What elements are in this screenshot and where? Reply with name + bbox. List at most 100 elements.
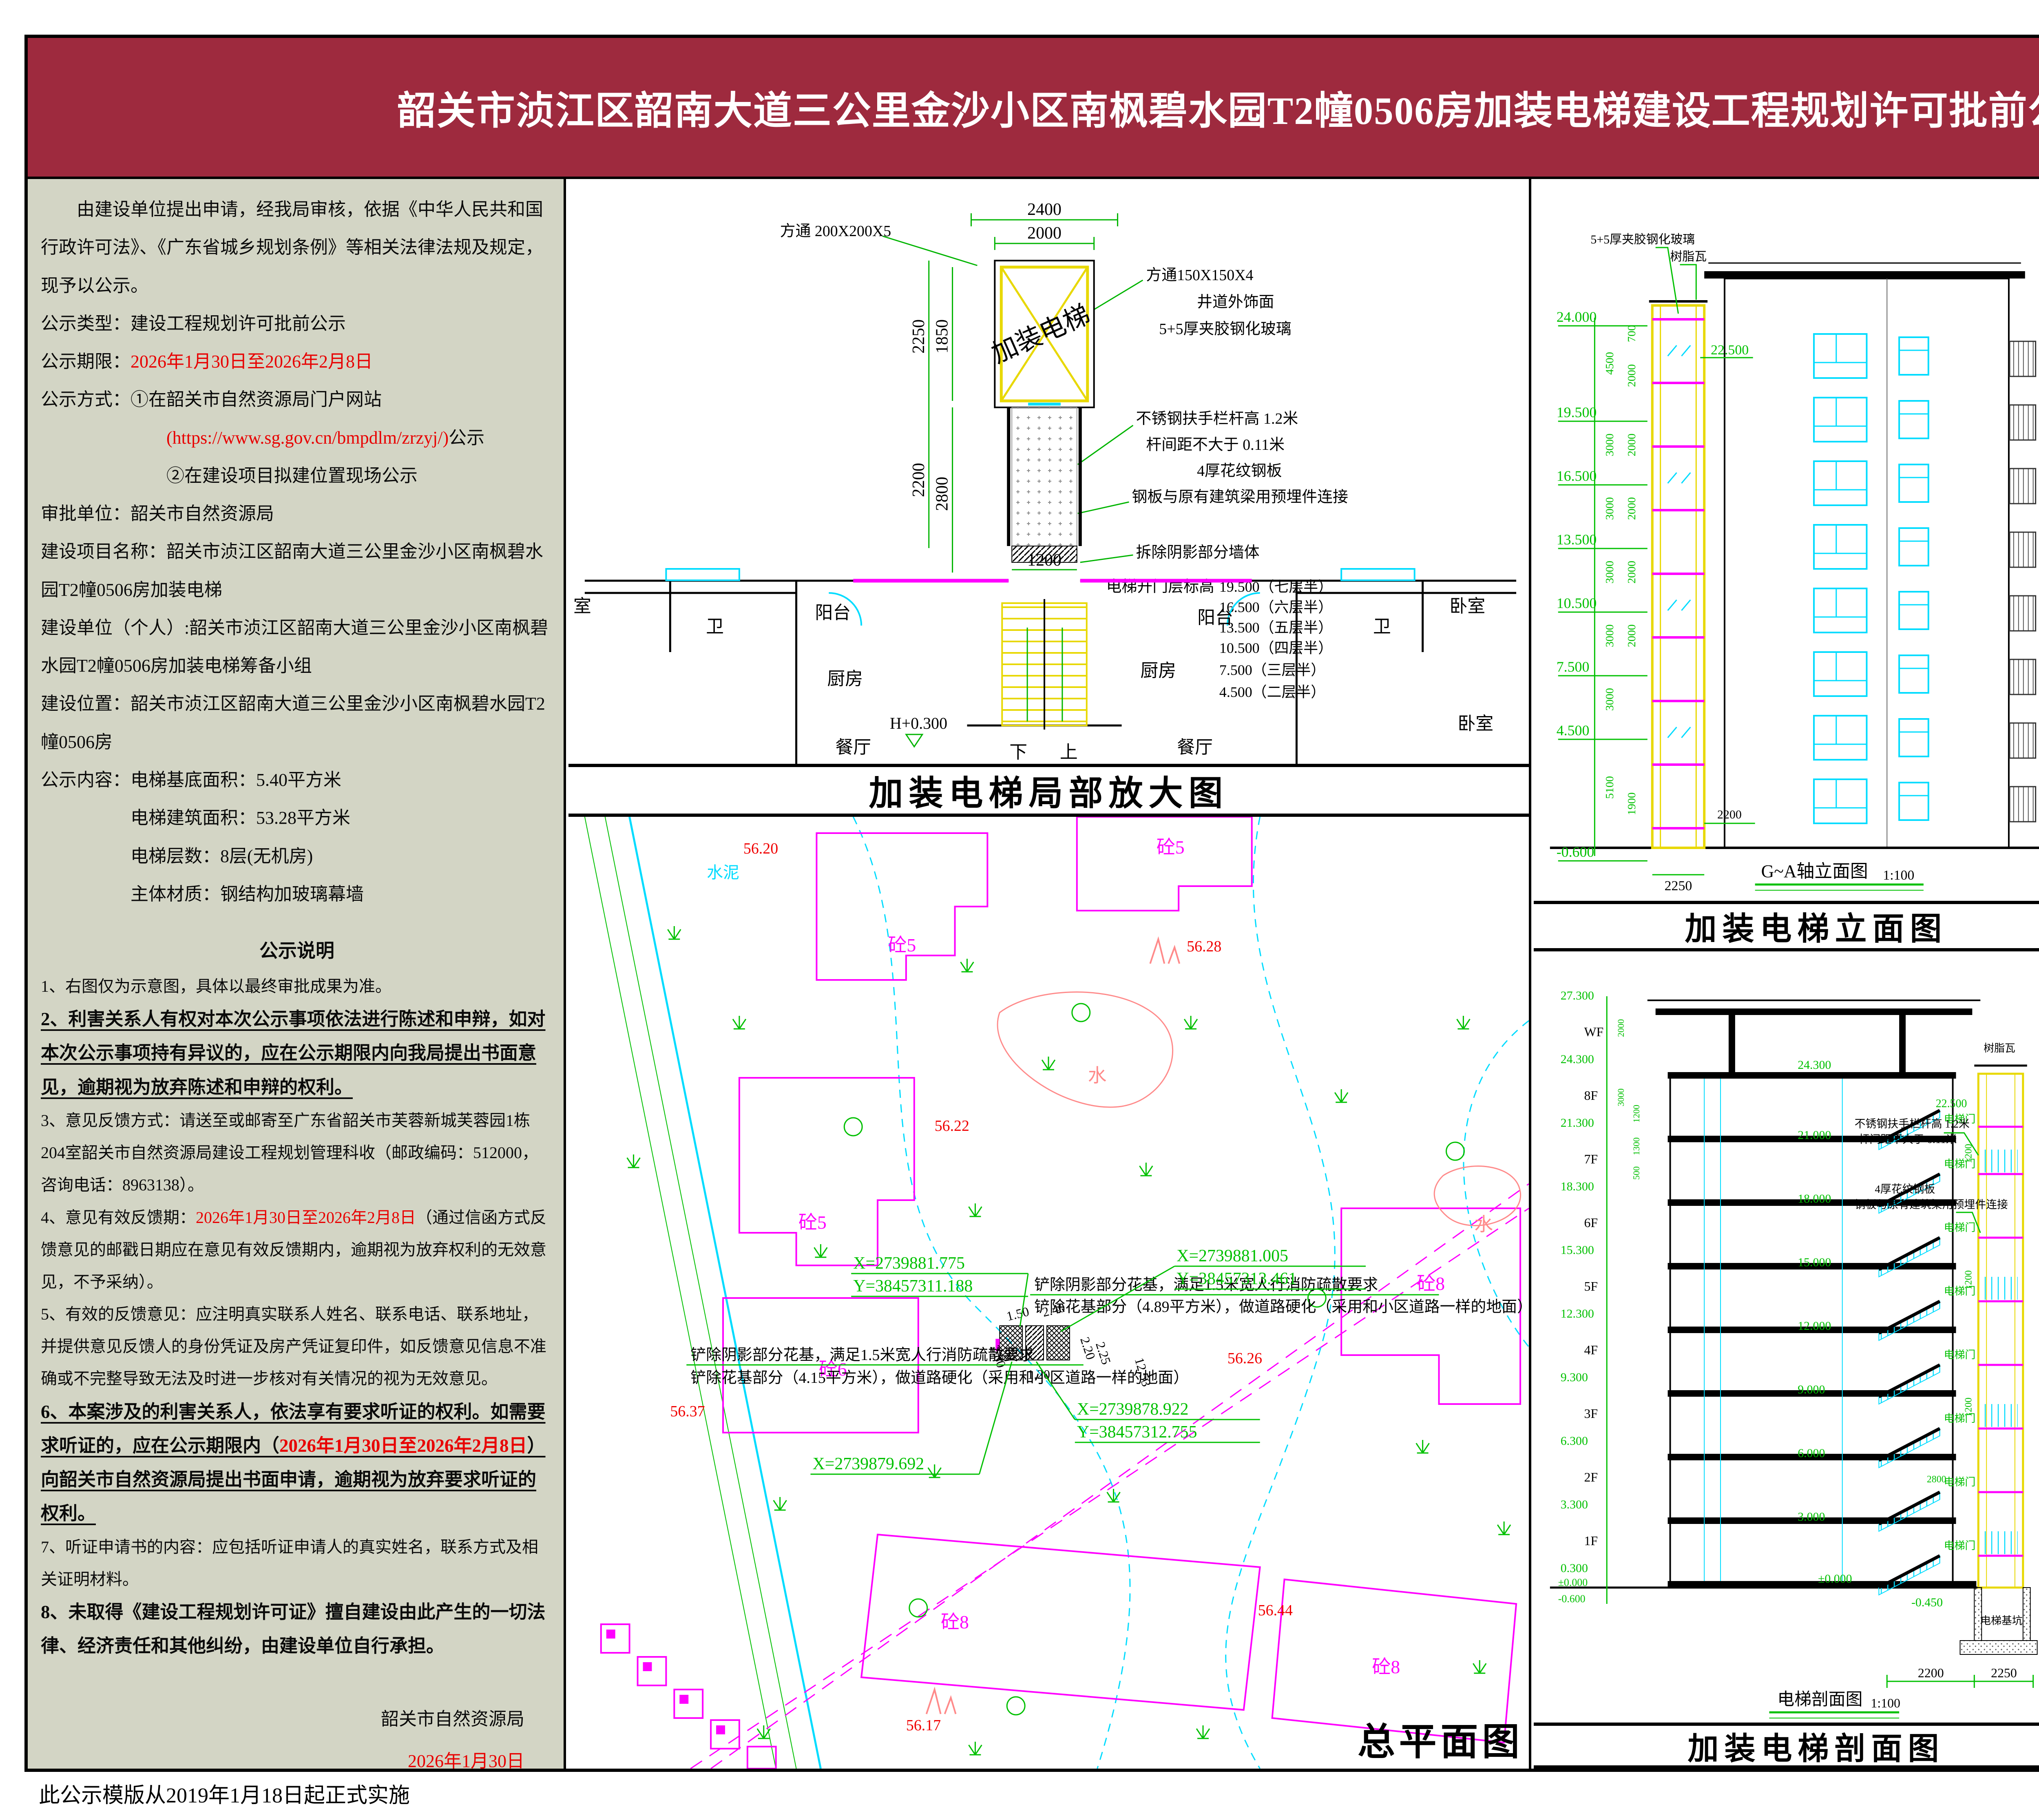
section-panel: 电梯基坑 27.300 24.300 21.300 18.300 15.300 … bbox=[1534, 951, 2039, 1723]
level-label: -0.600 bbox=[1557, 844, 1594, 860]
drawing-title: G~A轴立面图 bbox=[1761, 862, 1868, 881]
dim-label: 1200 bbox=[1963, 1144, 1974, 1163]
note-4-post: （通过信函方式反馈意见的邮戳日期应在意见有效反馈期内，逾期视为放弃权利的无效意见… bbox=[41, 1208, 546, 1291]
dim-label: 1900 bbox=[1625, 792, 1638, 815]
note-6-pre: 6、本案涉及的利害关系人，依法享有要求听证的权利。如需要求听证的，应在公示期限内… bbox=[41, 1401, 546, 1456]
left-level-ladder: 24.000 19.500 16.500 13.500 10.500 7.500… bbox=[1557, 309, 1753, 862]
level-label: 15.300 bbox=[1561, 1243, 1594, 1257]
project-name-line: 建设项目名称：韶关市浈江区韶南大道三公里金沙小区南枫碧水园T2幢0506房加装电… bbox=[41, 542, 543, 600]
dim-label: 2200 bbox=[1918, 1666, 1944, 1680]
url-tail: 公示 bbox=[449, 427, 485, 448]
floor-label: 2F bbox=[1584, 1470, 1598, 1484]
water-features bbox=[925, 936, 1521, 1714]
floor-label: 6F bbox=[1584, 1216, 1598, 1230]
notice-url: (https://www.sg.gov.cn/bmpdlm/zrzyj/) bbox=[166, 427, 449, 448]
level-label: 12.000 bbox=[1798, 1319, 1831, 1333]
level-label: 24.000 bbox=[1557, 309, 1597, 325]
annotation: 拆除阴影部分墙体 bbox=[1136, 544, 1259, 561]
elevator-site-hatch bbox=[995, 1325, 1070, 1360]
left-level-ladder: 27.300 24.300 21.300 18.300 15.300 12.30… bbox=[1558, 989, 1641, 1605]
level-mark: H+0.300 bbox=[890, 714, 947, 732]
level-label: 7.500 bbox=[1557, 659, 1590, 675]
dim-label: 2000 bbox=[1027, 224, 1062, 243]
sub-caption: G~A轴立面图 1:100 bbox=[1755, 862, 1924, 891]
site-trees bbox=[626, 925, 1511, 1756]
section-caption-band: 加装电梯剖面图 bbox=[1534, 1723, 2039, 1769]
signature-org: 韶关市自然资源局 bbox=[381, 1709, 524, 1729]
note-7: 7、听证申请书的内容：应包括听证申请人的真实姓名，联系方式及相关证明材料。 bbox=[41, 1537, 538, 1588]
dim-label: 2.25 bbox=[1093, 1340, 1113, 1366]
bottom-dims: 2200 2250 bbox=[1886, 1666, 2034, 1688]
dim-label: 2000 bbox=[1625, 433, 1638, 456]
elevation-annotations: 5+5厚夹胶钢化玻璃 树脂瓦 bbox=[1590, 233, 1707, 263]
content-item: 电梯基底面积：5.40平方米 bbox=[130, 770, 341, 790]
level-label: 9.300 bbox=[1561, 1371, 1588, 1384]
note-4: 4、意见有效反馈期：2026年1月30日至2026年2月8日（通过信函方式反馈意… bbox=[41, 1201, 553, 1298]
floor-label: 8F bbox=[1584, 1088, 1598, 1103]
content-line-3: 电梯层数：8层(无机房) bbox=[130, 846, 313, 866]
title-banner: 韶关市浈江区韶南大道三公里金沙小区南枫碧水园T2幢0506房加装电梯建设工程规划… bbox=[28, 38, 2039, 179]
site-buildings bbox=[600, 817, 1522, 1769]
level-label: 18.000 bbox=[1798, 1192, 1831, 1205]
coordinate-label: X=2739878.922 bbox=[1077, 1400, 1189, 1419]
room-labels: 室 卫 阳台 阳台 卫 卧室 卧室 厨房 厨房 餐厅 餐厅 下 上 H+0.30… bbox=[573, 596, 1493, 762]
annotation: 树脂瓦 bbox=[1984, 1042, 2015, 1054]
elevator-plan-panel: 2400 2000 2250 1850 2200 2800 1200 加装电梯 bbox=[568, 179, 1529, 764]
level-label: 21.300 bbox=[1561, 1116, 1594, 1130]
room-label: 卧室 bbox=[1450, 596, 1486, 616]
room-label: 卫 bbox=[706, 617, 724, 637]
period-label: 公示期限： bbox=[41, 352, 130, 372]
level-label: 16.500 bbox=[1557, 468, 1597, 484]
spot-elevation: 56.22 bbox=[935, 1117, 969, 1134]
notice-text-panel: 由建设单位提出申请，经我局审核，依据《中华人民共和国行政许可法》、《广东省城乡规… bbox=[28, 179, 566, 1769]
note-5: 5、有效的反馈意见：应注明真实联系人姓名、联系电话、联系地址，并提供意见反馈人的… bbox=[41, 1305, 546, 1388]
room-label: 室 bbox=[573, 596, 591, 616]
notice-period-line: 公示期限：2026年1月30日至2026年2月8日 bbox=[41, 343, 553, 380]
elevation-caption: 加装电梯立面图 bbox=[1685, 911, 1948, 946]
note-6-post: ）向韶关市自然资源局提出书面申请，逾期视为放弃要求听证的权利。 bbox=[41, 1435, 546, 1524]
elevation-drawing: 5+5厚夹胶钢化玻璃 树脂瓦 24.000 bbox=[1550, 233, 2039, 893]
room-label: 阳台 bbox=[1197, 608, 1233, 628]
stair-flights bbox=[1878, 1109, 1941, 1596]
spot-elevation: 56.28 bbox=[1187, 938, 1221, 955]
corridor bbox=[1007, 407, 1082, 563]
stair-up-label: 上 bbox=[1060, 742, 1078, 762]
elevator-door-label: 电梯门 bbox=[1944, 1113, 1976, 1125]
drawing-title: 电梯剖面图 bbox=[1777, 1690, 1862, 1709]
annotation: 不锈钢扶手栏杆高 1.2米 bbox=[1136, 410, 1298, 427]
dim-label: 500 bbox=[1631, 1166, 1641, 1180]
building-label: 砼8 bbox=[1372, 1656, 1400, 1677]
annotation: 杆间距不大于 0.11米 bbox=[1146, 436, 1285, 453]
annotation: 杆间距不大于 0.11米 bbox=[1859, 1133, 1957, 1146]
notice-type-line: 公示类型：建设工程规划许可批前公示 bbox=[41, 313, 346, 334]
level-label: -0.600 bbox=[1558, 1593, 1586, 1605]
dim-label: 2000 bbox=[1625, 497, 1638, 520]
dim-label: 1.50 bbox=[1005, 1304, 1031, 1324]
level-label: 19.500 bbox=[1557, 404, 1597, 420]
water-label: 水 bbox=[1088, 1065, 1107, 1086]
floor-label: 3F bbox=[1584, 1406, 1598, 1421]
drawing-scale: 1:100 bbox=[1883, 868, 1914, 883]
dim-label: 2000 bbox=[1616, 1019, 1626, 1037]
annotation: 铲除花基部分（4.89平方米），做道路硬化（采用和小区道路一样的地面） bbox=[1034, 1298, 1529, 1316]
level-label: 21.000 bbox=[1798, 1128, 1831, 1142]
dim-label: 2000 bbox=[1625, 561, 1638, 584]
landing-levels: 24.300 21.000 18.000 15.000 12.000 9.000… bbox=[1798, 1058, 1967, 1609]
middle-right-column: 5+5厚夹胶钢化玻璃 树脂瓦 24.000 bbox=[1534, 179, 2039, 1769]
pit: 电梯基坑 bbox=[1959, 1587, 2038, 1655]
balconies bbox=[2009, 341, 2037, 823]
site-annotations: 铲除阴影部分花基，满足1.5米宽人行消防疏散要求 铲除花基部分（4.15平方米）… bbox=[690, 1276, 1529, 1387]
dim-label: 3000 bbox=[1603, 688, 1616, 711]
level-label: 6.000 bbox=[1798, 1446, 1825, 1460]
building-structure bbox=[1550, 262, 2039, 849]
drawing-scale: 1:100 bbox=[1871, 1696, 1900, 1710]
elevator-door-label: 电梯门 bbox=[1944, 1285, 1976, 1297]
stairs bbox=[1001, 599, 1088, 730]
floor-label: 4F bbox=[1584, 1343, 1598, 1357]
annotation: 5+5厚夹胶钢化玻璃 bbox=[1159, 321, 1291, 338]
door-level: 4.500（二层半） bbox=[1219, 684, 1325, 700]
level-label: 15.000 bbox=[1798, 1256, 1831, 1269]
content-line-4: 主体材质：钢结构加玻璃幕墙 bbox=[130, 884, 364, 904]
annotation: 铲除阴影部分花基，满足1.5米宽人行消防疏散要求 bbox=[1034, 1276, 1378, 1294]
level-label: 10.500 bbox=[1557, 595, 1597, 611]
